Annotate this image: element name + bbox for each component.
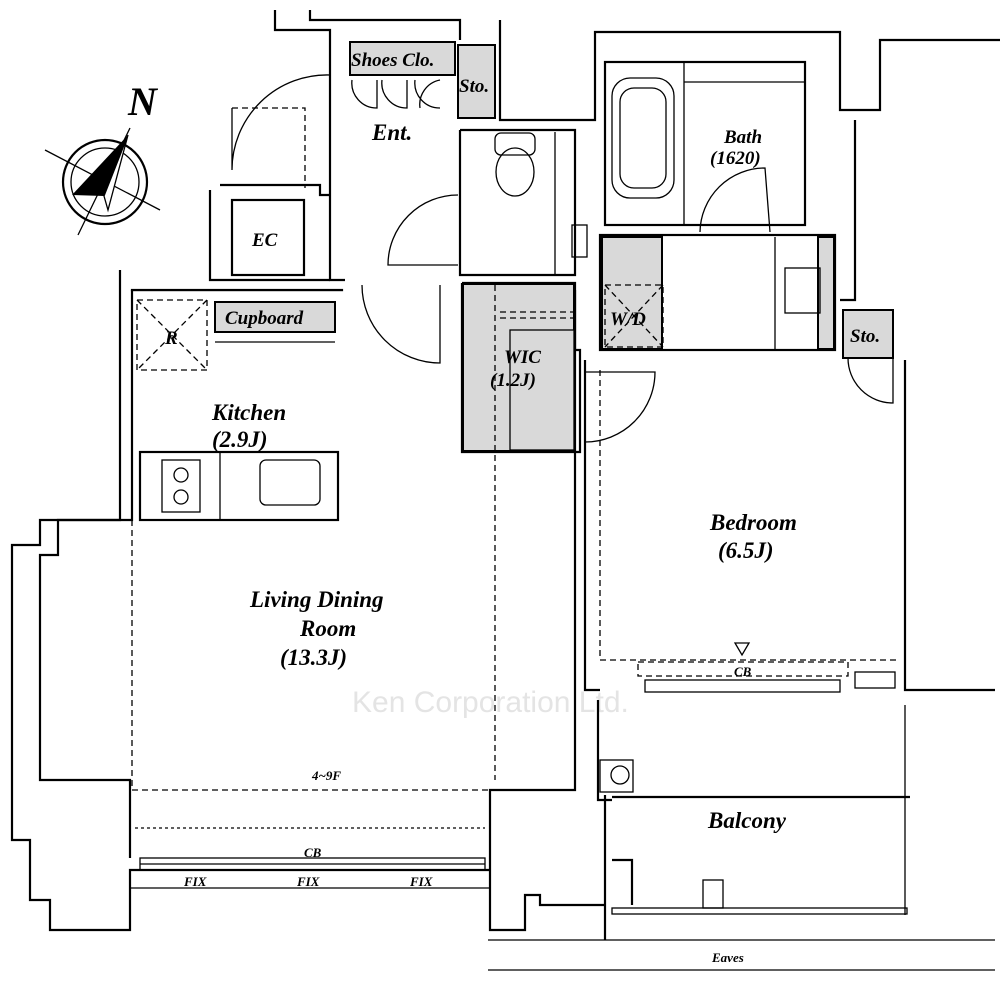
cupboard — [214, 301, 336, 333]
compass-inner-ring — [70, 147, 140, 217]
living-size-label: (13.3J) — [280, 645, 347, 670]
bath-size-label: (1620) — [710, 148, 761, 169]
wic-size-label: (1.2J) — [490, 370, 536, 391]
kitchen-size-label: (2.9J) — [212, 427, 268, 452]
living-dashed-outline — [131, 455, 496, 791]
north-arrow-half-icon — [103, 134, 129, 213]
bath-door-swing — [699, 167, 771, 233]
ec-label: EC — [251, 230, 278, 251]
bedroom-size-label: (6.5J) — [718, 538, 774, 563]
fix-label-3: FIX — [409, 874, 433, 889]
outdoor-unit — [702, 879, 724, 909]
fix-label-1: FIX — [183, 874, 207, 889]
door-swing — [231, 74, 331, 171]
bathtub-icon — [611, 77, 675, 199]
bedroom-dashed-outline — [599, 370, 900, 661]
shoes-closet — [349, 41, 456, 76]
stove-icon — [161, 459, 201, 513]
toilet — [494, 132, 588, 275]
drain-box — [599, 759, 634, 793]
compass: N — [44, 79, 161, 236]
living-cb-label: CB — [304, 845, 322, 860]
sink-icon — [259, 459, 321, 506]
kitchen-label: Kitchen — [211, 400, 286, 425]
balcony-railing — [611, 907, 908, 915]
door-swing — [232, 107, 306, 188]
toilet-door-swing — [387, 194, 459, 266]
drain-icon — [610, 765, 630, 785]
bedroom-storage — [842, 309, 894, 359]
doors — [231, 74, 894, 443]
balcony-label: Balcony — [707, 808, 787, 833]
wic-label: WIC — [504, 347, 541, 368]
refrigerator-space — [136, 299, 208, 371]
living-label-line1: Living Dining — [249, 587, 384, 612]
bedroom-door-swing — [584, 371, 656, 443]
ldk-door-swing — [361, 284, 441, 364]
shoes-closet-label: Shoes Clo. — [351, 50, 434, 71]
vanity-side — [817, 236, 835, 350]
bathtub-inner — [619, 87, 667, 189]
washer-dryer-label: W/D — [610, 309, 646, 330]
washer-dryer-cross — [604, 284, 664, 348]
bedroom-window — [644, 679, 841, 693]
entrance-storage-label: Sto. — [459, 76, 489, 97]
bath-label: Bath — [723, 127, 762, 148]
closet-doors — [351, 79, 441, 109]
entrance-storage — [457, 44, 496, 119]
eaves-label: Eaves — [711, 950, 744, 965]
marker-triangle-icon — [733, 642, 751, 657]
fix-label-2: FIX — [296, 874, 320, 889]
vanity-sink — [784, 267, 821, 314]
cupboard-label: Cupboard — [225, 308, 304, 329]
ec-closet — [230, 198, 306, 277]
floors-note: 4~9F — [311, 768, 341, 783]
entrance-label: Ent. — [371, 120, 412, 145]
north-label: N — [127, 79, 159, 124]
storage-door-swing — [847, 357, 894, 404]
refrigerator-label: R — [164, 328, 178, 349]
bedroom-cb-label: CB — [734, 664, 752, 679]
wd-shelf — [601, 236, 663, 350]
north-arrow-icon — [72, 135, 128, 196]
bedroom-storage-label: Sto. — [850, 326, 880, 347]
bedroom-label: Bedroom — [709, 510, 797, 535]
compass-outer-ring — [61, 138, 149, 226]
watermark: Ken Corporation Ltd. — [352, 686, 629, 719]
walls — [10, 10, 1000, 971]
kitchen-counter — [138, 450, 340, 522]
bathroom-unit — [603, 60, 807, 227]
living-label-line2: Room — [299, 616, 356, 641]
